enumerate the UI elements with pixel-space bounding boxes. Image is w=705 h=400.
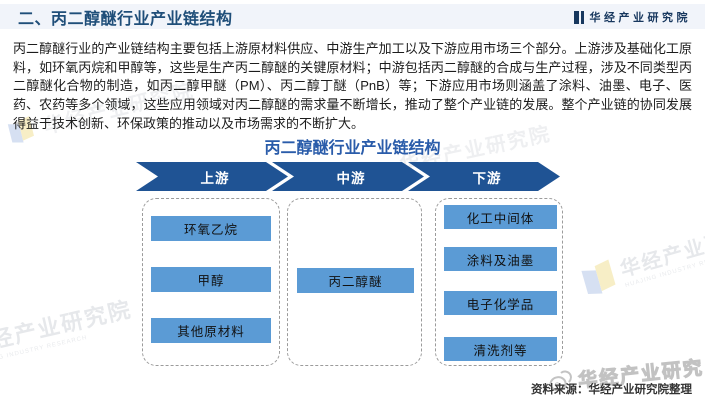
upstream-item: 其他原材料 (151, 318, 271, 343)
midstream-item: 丙二醇醚 (297, 268, 414, 293)
intro-paragraph: 丙二醇醚行业的产业链结构主要包括上游原材料供应、中游生产加工以及下游应用市场三个… (13, 41, 692, 131)
midstream-group-box (287, 198, 422, 366)
watermark-text: 华经产业研究院 (0, 296, 135, 359)
upstream-item: 甲醇 (151, 267, 271, 292)
downstream-group-box (435, 198, 563, 366)
downstream-item: 电子化学品 (444, 291, 557, 315)
header-band (0, 4, 705, 29)
stage-banner-downstream: 下游 (408, 162, 560, 191)
source-note: 资料来源：华经产业研究院整理 (531, 384, 692, 396)
huajing-logo-icon (574, 10, 584, 24)
watermark-brand: 华经产业研究院 HUAJING INDUSTRY RESEARCH (0, 292, 136, 368)
huajing-book-icon (578, 257, 620, 299)
section-title: 二、丙二醇醚行业产业链结构 (18, 11, 233, 28)
downstream-item: 涂料及油墨 (444, 247, 557, 271)
watermark-subtext: HUAJING INDUSTRY RESEARCH (624, 250, 705, 290)
brand-name: 华经产业研究院 (589, 12, 691, 24)
downstream-item: 化工中间体 (444, 205, 557, 229)
upstream-item: 环氧乙烷 (151, 216, 271, 241)
diagram-title: 丙二醇醚行业产业链结构 (264, 140, 441, 157)
stage-banner-midstream: 中游 (272, 162, 424, 191)
upstream-group-box (142, 198, 280, 366)
watermark-subtext: HUAJING INDUSTRY RESEARCH (0, 334, 88, 368)
watermark-text: 华经产业研究院 (617, 217, 705, 282)
downstream-item: 清洗剂等 (444, 337, 557, 361)
watermark-brand: 华经产业研究院 HUAJING INDUSTRY RESEARCH (578, 212, 705, 300)
brand-logo: 华经产业研究院 (574, 9, 691, 25)
stage-banner-upstream: 上游 (136, 162, 288, 191)
